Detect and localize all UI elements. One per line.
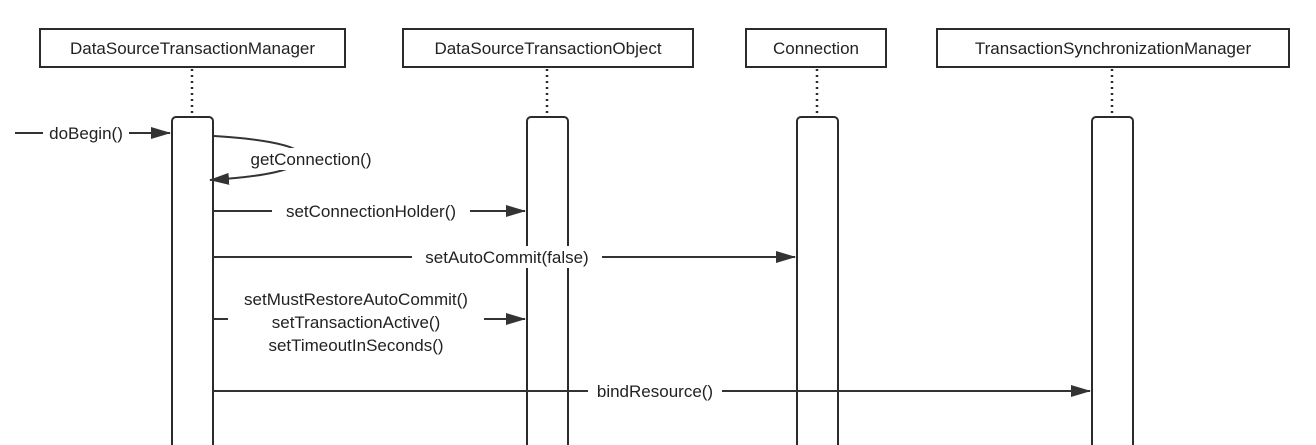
message-label: bindResource() xyxy=(597,382,713,401)
message-do-begin: doBegin() xyxy=(15,122,171,144)
activation-connection xyxy=(796,116,839,445)
participant-transaction-synchronization-manager: TransactionSynchronizationManager xyxy=(936,28,1290,68)
message-bind-resource: bindResource() xyxy=(213,380,1091,402)
message-label-line-3: setTimeoutInSeconds() xyxy=(268,336,443,355)
participant-connection: Connection xyxy=(745,28,887,68)
message-label: setConnectionHolder() xyxy=(286,202,456,221)
label-background xyxy=(43,122,129,144)
label-background xyxy=(228,288,484,354)
message-label: getConnection() xyxy=(251,150,372,169)
message-label-line-2: setTransactionActive() xyxy=(272,313,440,332)
label-background xyxy=(240,148,382,170)
label-background xyxy=(412,246,602,268)
participant-box xyxy=(936,28,1290,68)
message-label: doBegin() xyxy=(49,124,123,143)
participant-datasource-transaction-object: DataSourceTransactionObject xyxy=(402,28,694,68)
participant-box xyxy=(39,28,346,68)
message-set-transaction-state: setMustRestoreAutoCommit() setTransactio… xyxy=(213,288,526,355)
message-set-auto-commit: setAutoCommit(false) xyxy=(213,246,796,268)
participant-box xyxy=(745,28,887,68)
participant-box xyxy=(402,28,694,68)
participant-label: DataSourceTransactionObject xyxy=(434,39,661,58)
label-background xyxy=(588,380,722,402)
message-label: setAutoCommit(false) xyxy=(425,248,588,267)
label-background xyxy=(272,200,470,222)
activation-transaction-synchronization-manager xyxy=(1091,116,1134,445)
participant-label: Connection xyxy=(773,39,859,58)
message-label-line-1: setMustRestoreAutoCommit() xyxy=(244,290,468,309)
activation-datasource-transaction-object xyxy=(526,116,569,445)
message-get-connection: getConnection() xyxy=(209,135,382,185)
message-set-connection-holder: setConnectionHolder() xyxy=(213,200,526,222)
participant-label: DataSourceTransactionManager xyxy=(70,39,315,58)
activation-datasource-transaction-manager xyxy=(171,116,214,445)
participant-label: TransactionSynchronizationManager xyxy=(975,39,1252,58)
participant-datasource-transaction-manager: DataSourceTransactionManager xyxy=(39,28,346,68)
